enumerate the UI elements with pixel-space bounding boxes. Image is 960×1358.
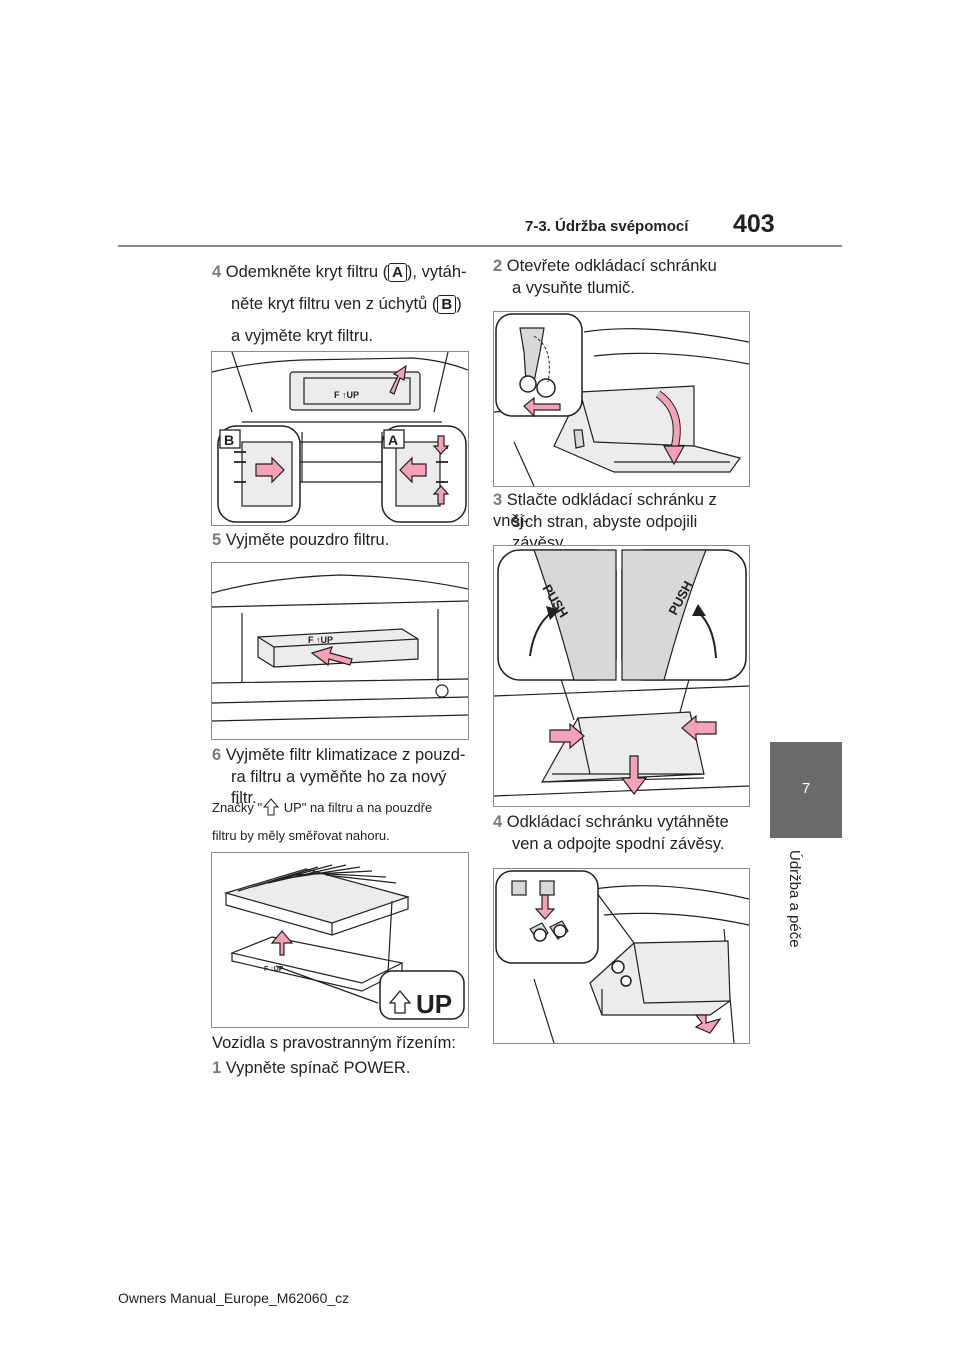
filter-marking-text: F ↑UP <box>334 390 359 400</box>
step-3-press-glovebox: 3 Stlačte odkládací schránku z vněj- šíc… <box>493 490 755 554</box>
callout-a: A <box>388 432 398 448</box>
figure-push-glovebox: PUSH PUSH <box>493 545 750 807</box>
page-number: 403 <box>733 210 775 238</box>
figure-new-filter: F ↑UP UP <box>211 852 469 1028</box>
step-number: 6 <box>212 746 222 764</box>
step-4-filter-cover: 4 Odemkněte kryt filtru (A), vytáh- něte… <box>212 262 474 347</box>
step-text: ) <box>456 295 462 313</box>
step-1-power-off: 1 Vypněte spínač POWER. <box>212 1058 474 1079</box>
step-text: Vypněte spínač POWER. <box>225 1059 411 1077</box>
step-number: 4 <box>493 813 503 831</box>
step-text: Vyjměte pouzdro filtru. <box>225 531 390 549</box>
step-2-open-glovebox: 2 Otevřete odkládací schránku a vysuňte … <box>493 256 755 299</box>
filter-marking-text: F ↑UP <box>308 635 333 645</box>
step-number: 2 <box>493 257 503 275</box>
label-b-badge: B <box>437 295 457 314</box>
chapter-tab: 7 <box>770 742 842 838</box>
step-number: 3 <box>493 491 503 509</box>
step-text: ), vytáh- <box>406 263 467 281</box>
rhd-heading: Vozidla s pravostranným řízením: <box>212 1034 456 1052</box>
chapter-label: Údržba a péče <box>786 850 803 948</box>
step-number: 4 <box>212 263 222 281</box>
figure-open-glovebox <box>493 311 750 487</box>
up-callout-text: UP <box>416 989 452 1019</box>
note-text: Značky " <box>212 800 263 815</box>
figure-filter-cover: F ↑UP B A <box>211 351 469 526</box>
step-text: a vyjměte kryt filtru. <box>231 327 374 345</box>
step-5-filter-case: 5 Vyjměte pouzdro filtru. <box>212 530 474 551</box>
filter-marking-text: F ↑UP <box>264 966 284 973</box>
section-title: 7-3. Údržba svépomocí <box>525 218 689 235</box>
header-rule <box>118 245 842 247</box>
step-text: ven a odpojte spodní závěsy. <box>512 835 725 853</box>
chapter-number: 7 <box>801 780 811 797</box>
step-text: a vysuňte tlumič. <box>512 279 635 297</box>
step-6-replace-filter: 6 Vyjměte filtr klimatizace z pouzd- ra … <box>212 745 474 809</box>
up-arrow-icon <box>262 798 280 816</box>
step-4-remove-glovebox: 4 Odkládací schránku vytáhněte ven a odp… <box>493 812 755 855</box>
step-text: Odkládací schránku vytáhněte <box>506 813 729 831</box>
step-number: 5 <box>212 531 222 549</box>
note-text: filtru by měly směřovat nahoru. <box>212 828 390 843</box>
note-text: UP" na filtru a na pouzdře <box>280 800 433 815</box>
step-text: Odemkněte kryt filtru ( <box>225 263 389 281</box>
footer-manual-id: Owners Manual_Europe_M62060_cz <box>118 1290 350 1306</box>
callout-b: B <box>224 432 234 448</box>
step-text: Stlačte odkládací schránku z vněj- <box>493 491 717 530</box>
figure-remove-glovebox <box>493 868 750 1044</box>
step-text: Otevřete odkládací schránku <box>506 257 717 275</box>
filter-orientation-note: Značky " UP" na filtru a na pouzdře filt… <box>212 798 474 846</box>
step-text: něte kryt filtru ven z úchytů ( <box>231 295 438 313</box>
label-a-badge: A <box>388 263 407 282</box>
step-text: ra filtru a vyměňte ho za nový filtr. <box>231 768 447 807</box>
step-text: Vyjměte filtr klimatizace z pouzd- <box>225 746 466 764</box>
step-number: 1 <box>212 1059 222 1077</box>
figure-filter-case: F ↑UP <box>211 562 469 740</box>
